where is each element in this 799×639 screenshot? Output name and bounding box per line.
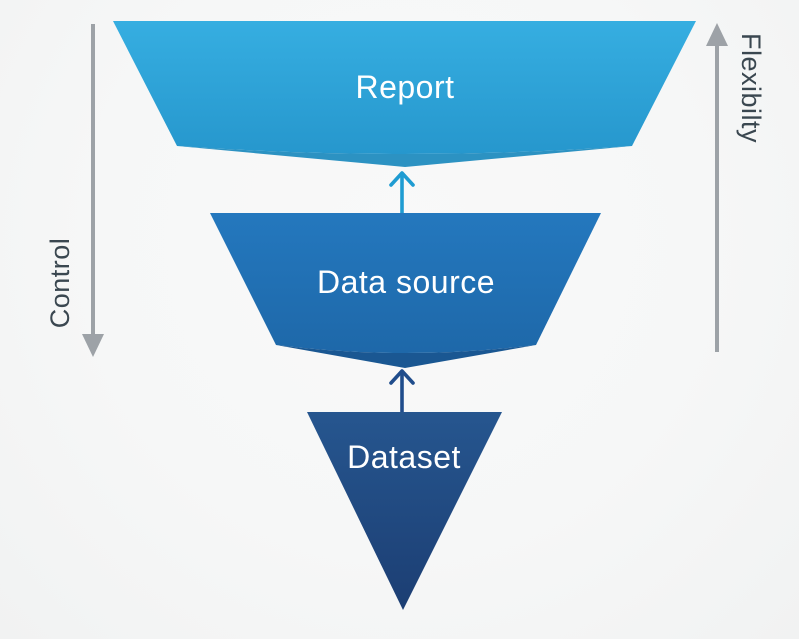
report-fold-shape xyxy=(177,146,632,167)
funnel-segment-datasource: Data source xyxy=(210,213,601,368)
control-axis-label: Control xyxy=(45,238,75,329)
dataset-shape xyxy=(307,412,502,610)
arrow-dataset-to-datasource-head xyxy=(389,369,415,385)
flexibility-axis-label: Flexibilty xyxy=(736,33,766,143)
control-arrow-down-icon xyxy=(82,334,104,357)
flexibility-axis: Flexibilty xyxy=(706,23,766,352)
datasource-label: Data source xyxy=(317,264,495,300)
arrow-datasource-to-report-head xyxy=(389,171,415,187)
report-shape xyxy=(113,21,696,154)
flexibility-arrow-up-icon xyxy=(706,23,728,46)
datasource-shape xyxy=(210,213,601,353)
funnel-segment-report: Report xyxy=(113,21,696,167)
control-axis: Control xyxy=(45,24,104,357)
funnel-segment-dataset: Dataset xyxy=(307,412,502,610)
datasource-fold-shape xyxy=(276,345,536,368)
arrow-dataset-to-datasource xyxy=(389,369,415,414)
dataset-label: Dataset xyxy=(347,439,461,475)
arrow-datasource-to-report xyxy=(389,171,415,215)
report-label: Report xyxy=(355,69,454,105)
